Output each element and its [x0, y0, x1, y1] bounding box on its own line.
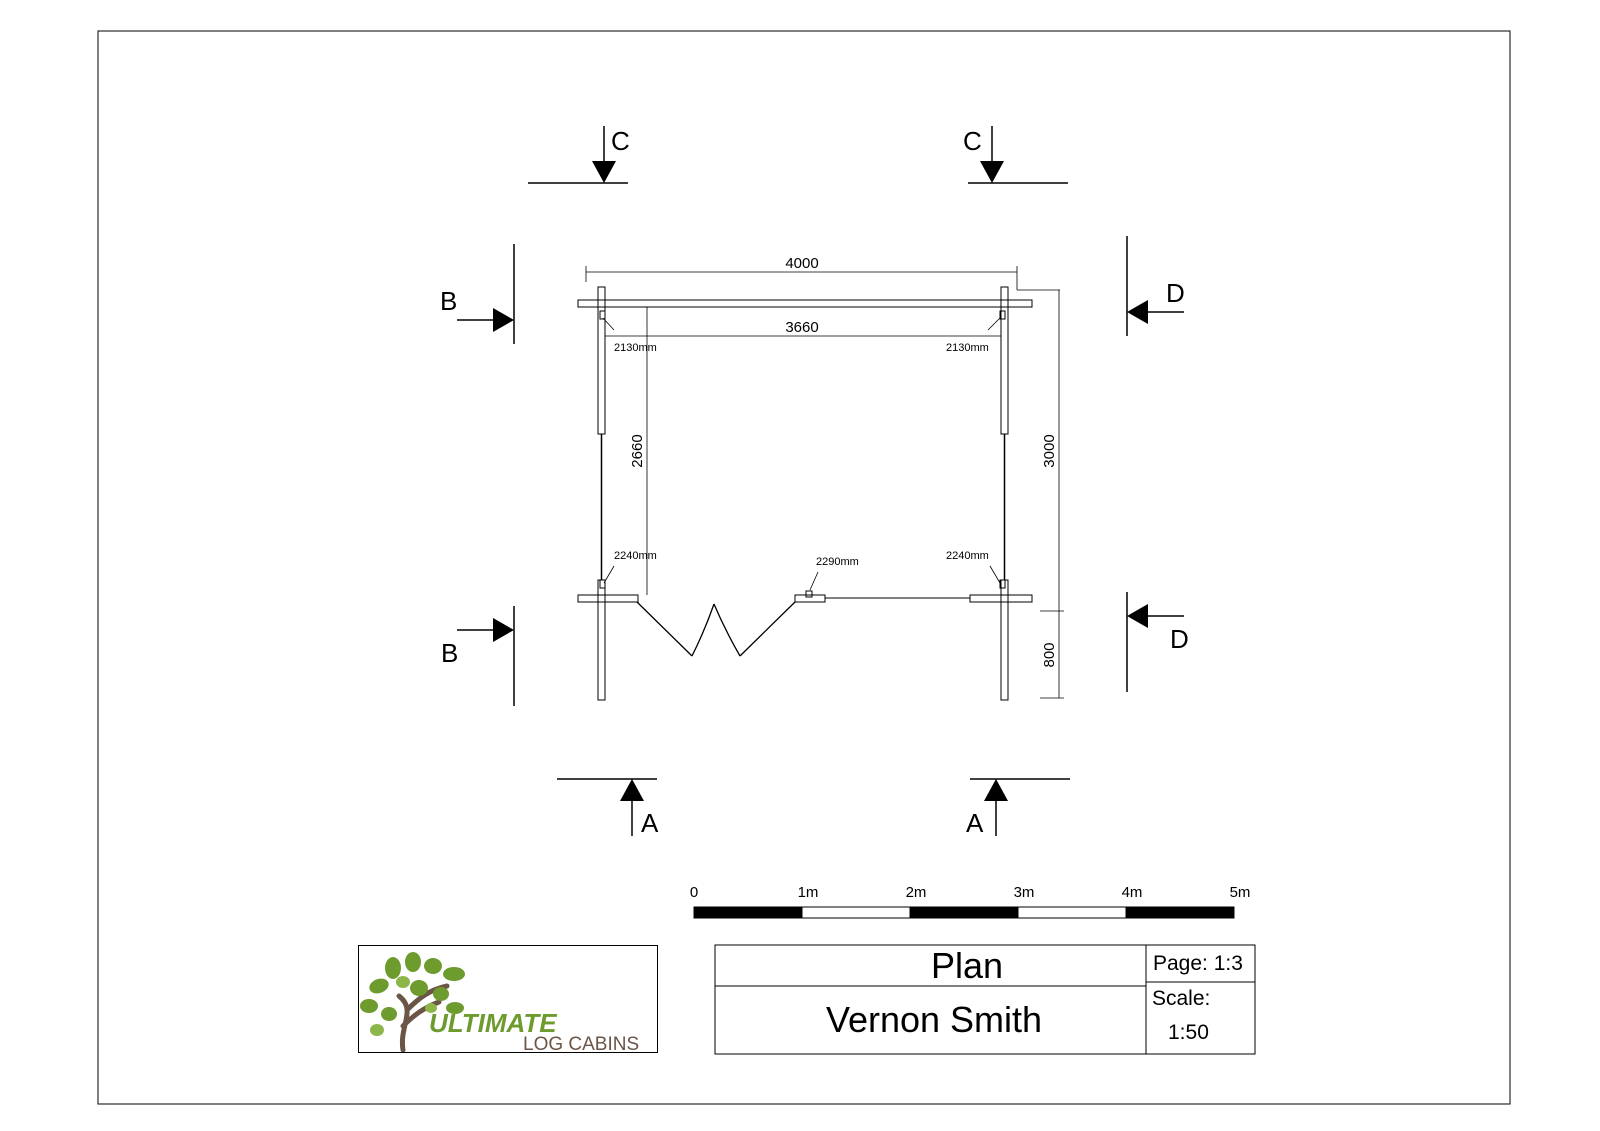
- scale-bar-label: 3m: [1014, 884, 1035, 901]
- logo-word-log-cabins: LOG CABINS: [523, 1034, 639, 1052]
- dim-canopy-depth: 800: [1041, 642, 1058, 667]
- right-wall-top: [1000, 286, 1009, 435]
- scale-bar-segment: [1125, 906, 1235, 919]
- title-block-scale-label: Scale:: [1152, 987, 1210, 1010]
- dim-corner-top-right: 2130mm: [946, 342, 989, 354]
- door-post-marker: [805, 590, 813, 598]
- scale-bar-label: 5m: [1230, 884, 1251, 901]
- title-block-client: Vernon Smith: [826, 999, 1042, 1040]
- scale-bar-segment: [909, 906, 1019, 919]
- title-block: Plan Vernon Smith Page: 1:3 Scale: 1:50: [714, 944, 1256, 1055]
- double-door: [636, 601, 796, 657]
- title-block-page: Page: 1:3: [1153, 952, 1243, 975]
- dim-inner-width: 3660: [785, 319, 818, 336]
- logo-word-ultimate: ULTIMATE: [429, 1008, 557, 1038]
- scale-bar-segment: [693, 906, 803, 919]
- dim-corner-front-left: 2240mm: [614, 550, 657, 562]
- title-block-scale-value: 1:50: [1168, 1021, 1209, 1044]
- section-marker-b-bottom: B: [441, 606, 515, 706]
- left-wall-top: [597, 286, 606, 435]
- front-wall-left: [577, 594, 639, 603]
- section-marker-d-bottom: D: [1126, 592, 1189, 692]
- dim-corner-top-left: 2130mm: [614, 342, 657, 354]
- floor-plan: [577, 286, 1033, 701]
- page-frame: [97, 30, 1511, 1105]
- section-marker-d-top: D: [1126, 236, 1185, 336]
- scale-bar-label: 0: [690, 884, 698, 901]
- section-label-a-right: A: [966, 808, 984, 838]
- scale-bar-label: 4m: [1122, 884, 1143, 901]
- section-label-d-top: D: [1166, 278, 1185, 308]
- section-marker-a-left: A: [557, 778, 659, 838]
- dim-door-post: 2290mm: [816, 556, 859, 568]
- section-label-b-top: B: [440, 286, 457, 316]
- section-label-b-bottom: B: [441, 638, 458, 668]
- corner-marker-fr: [999, 579, 1006, 589]
- dim-corner-front-right: 2240mm: [946, 550, 989, 562]
- dim-overall-width: 4000: [785, 255, 818, 272]
- scale-bar-label: 2m: [906, 884, 927, 901]
- section-marker-a-right: A: [966, 778, 1070, 838]
- back-wall: [577, 299, 1033, 308]
- door-post: [794, 594, 826, 603]
- corner-marker-tl: [599, 310, 606, 320]
- scale-bar-segment: [1017, 906, 1127, 919]
- section-label-d-bottom: D: [1170, 624, 1189, 654]
- dimension-lines: [585, 266, 1064, 699]
- section-marker-c-left: C: [528, 126, 630, 184]
- company-logo: ULTIMATE LOG CABINS: [358, 945, 658, 1055]
- title-block-title: Plan: [931, 945, 1003, 986]
- section-label-c-right: C: [963, 126, 982, 156]
- scale-bar: 0 1m 2m 3m 4m 5m: [690, 884, 1251, 919]
- scale-bar-segment: [801, 906, 911, 919]
- section-marker-b-top: B: [440, 244, 515, 344]
- section-label-c-left: C: [611, 126, 630, 156]
- dim-inner-depth: 2660: [629, 434, 646, 467]
- left-front-post: [597, 579, 606, 701]
- corner-marker-tr: [999, 310, 1006, 320]
- corner-marker-fl: [599, 579, 606, 589]
- scale-bar-label: 1m: [798, 884, 819, 901]
- section-label-a-left: A: [641, 808, 659, 838]
- section-marker-c-right: C: [963, 126, 1068, 184]
- right-front-post: [1000, 579, 1009, 701]
- dim-overall-depth: 3000: [1041, 434, 1058, 467]
- tree-logo-icon: ULTIMATE LOG CABINS: [360, 952, 639, 1055]
